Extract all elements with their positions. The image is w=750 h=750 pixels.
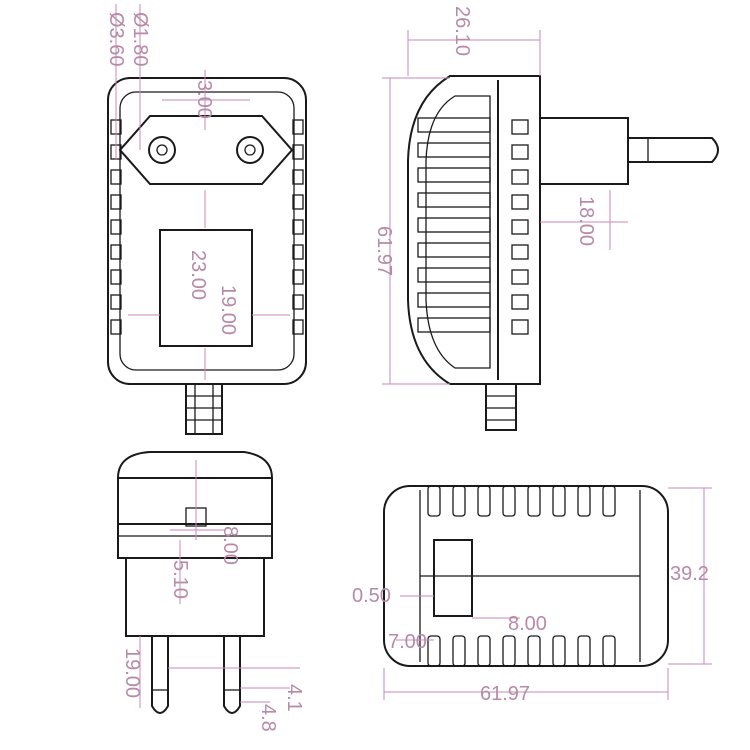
socket-hole-left [148,136,176,164]
socket-hole-right-inner [244,144,256,156]
front-dim-lines [115,4,290,380]
side-view: 26.10 61.97 18.00 [373,6,719,431]
bottom-dim-lines [383,487,712,700]
cable-strain-relief-front [185,383,223,435]
plug-view-collar [117,523,273,559]
label-area [159,229,253,347]
side-fins [417,117,491,333]
dim-wall: 0.50 [352,585,391,607]
plug-prong-side [627,137,719,163]
socket-hole-right [236,136,264,164]
vent-slots-right [292,119,304,335]
plug-view: 8.00 5.10 19.00 4.1 4.8 [116,451,305,732]
bottom-body-outline [383,485,669,667]
front-body-inner [119,91,295,371]
bottom-slot [433,539,473,617]
dim-prong-tip: 4.1 [283,684,305,712]
dim-width: 39.2 [670,563,709,585]
plug-view-top-cap [116,451,274,479]
side-body-outline [407,75,541,385]
dim-prong-length-b: 19.00 [121,648,143,698]
dim-pin-spacing: 3.00 [193,80,215,119]
dim-depth: 26.10 [451,6,473,56]
dim-label-width: 19.00 [217,285,239,335]
dim-slot-width: 8.00 [508,613,547,635]
side-body-inner [425,95,491,369]
side-fins-right [511,119,529,335]
dim-length: 61.97 [480,683,530,705]
bottom-fins-top [427,485,616,517]
bottom-fins-bottom [427,635,616,667]
dim-prong-gap: 5.10 [169,560,191,599]
dim-pin-diameter: Ø1.80 [129,12,151,66]
plug-view-dim-lines [139,460,300,708]
bottom-view: 39.2 0.50 8.00 7.00 61.97 [352,485,712,705]
plug-view-prongs [151,636,241,714]
dim-collar-height: 8.00 [219,526,241,565]
dim-height: 61.97 [373,226,395,276]
dim-label-height: 23.00 [187,250,209,300]
dim-offset: 7.00 [388,631,427,653]
side-dim-lines [382,30,628,385]
socket-hole-left-inner [156,144,168,156]
plug-collar-side [539,117,629,185]
cable-strain-relief-side [485,383,517,431]
socket-face [118,115,294,185]
plug-view-base [125,557,265,637]
dim-pin-base-diameter: Ø3.60 [105,12,127,66]
dim-prong-length: 18.00 [575,196,597,246]
dim-prong-dia: 4.8 [257,704,279,732]
plug-view-body [117,477,273,525]
front-view: Ø1.80 Ø3.60 3.00 23.00 19.00 [105,4,307,435]
